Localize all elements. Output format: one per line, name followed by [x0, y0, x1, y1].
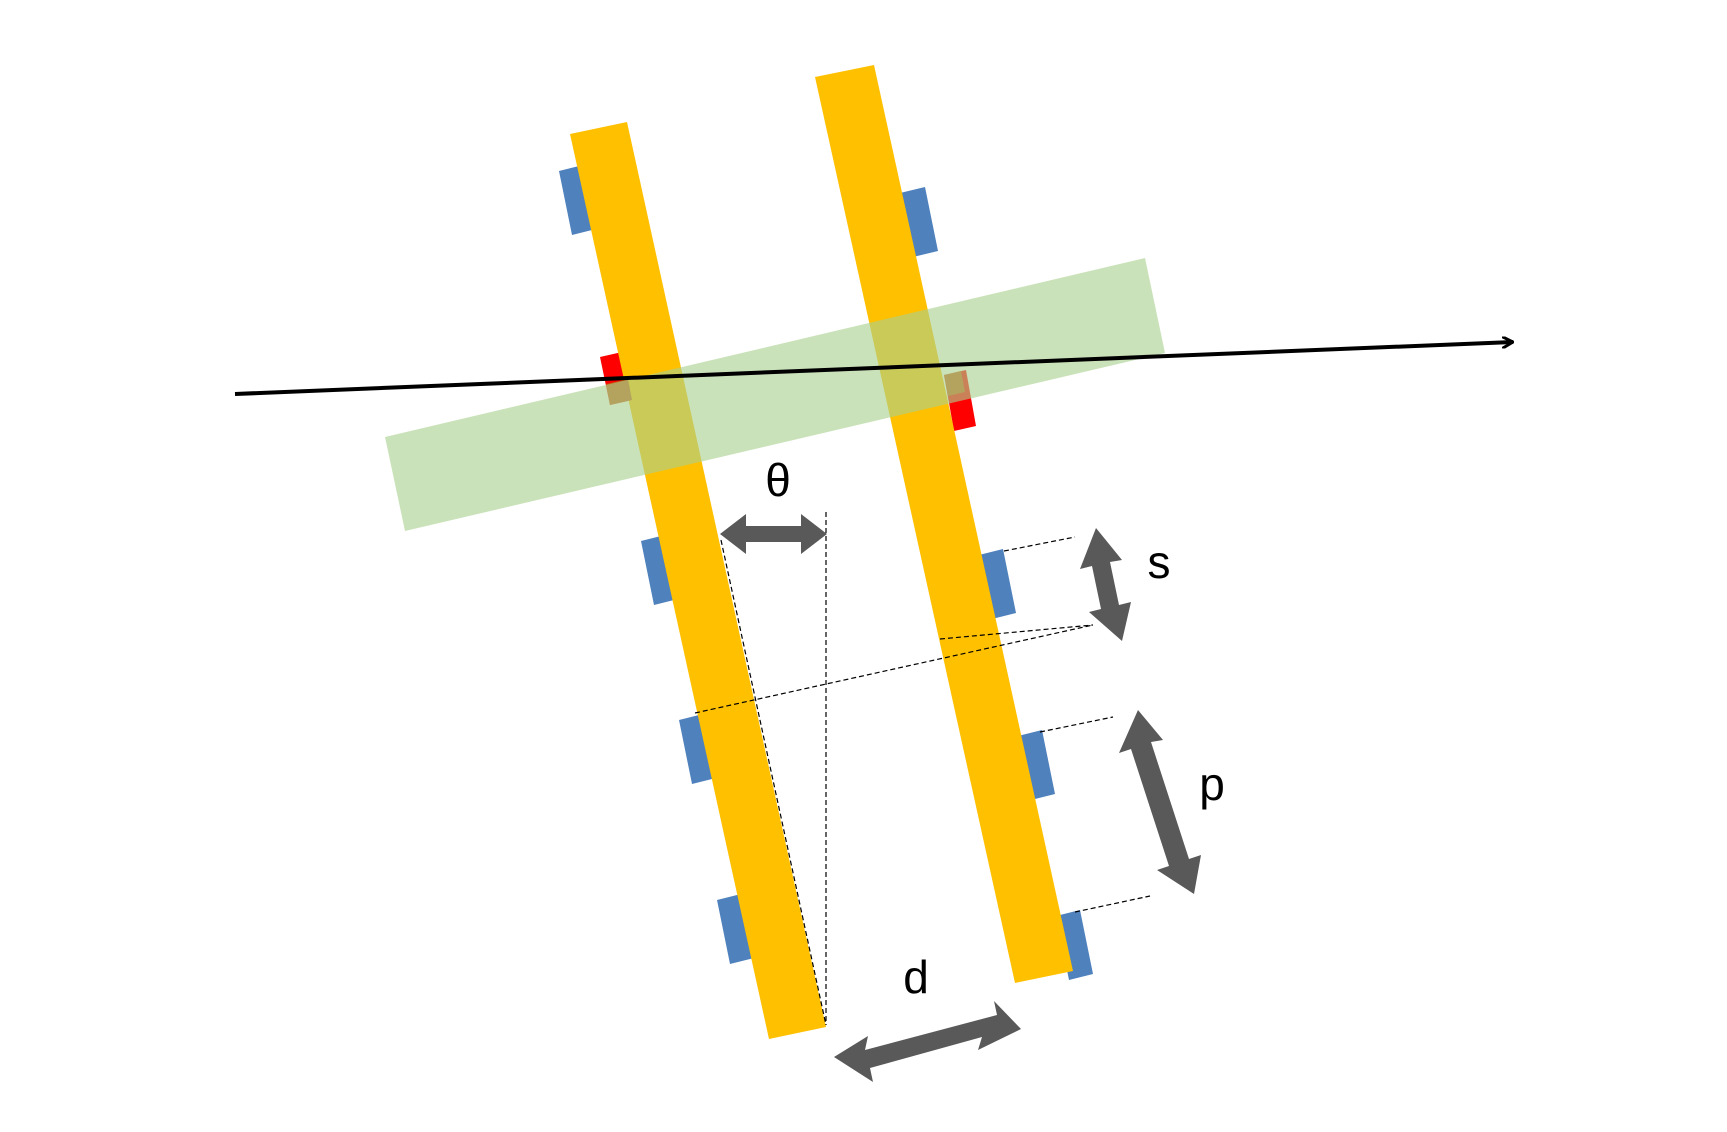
s-arrow — [1080, 528, 1131, 641]
beam-band — [385, 258, 1165, 531]
dimension-arrows — [720, 514, 1201, 1082]
theta-arrow — [720, 514, 827, 554]
p-guide-bottom — [1074, 895, 1151, 913]
sensor-pad — [1018, 730, 1055, 800]
theta-label: θ — [765, 454, 791, 506]
sensor-pad — [1056, 910, 1093, 980]
d-label: d — [903, 951, 929, 1003]
sensor-pad — [679, 714, 716, 784]
strip-left — [570, 122, 826, 1039]
sensor-pad — [641, 535, 678, 605]
p-arrow — [1119, 710, 1201, 894]
d-arrow — [834, 1001, 1021, 1082]
strips — [570, 65, 1073, 1039]
strip-edge-guide-line — [720, 539, 827, 1026]
perpendicular-guide-line — [694, 624, 1094, 714]
sensor-pad — [717, 894, 754, 964]
sensor-pad — [979, 549, 1016, 619]
s-guide-top — [1003, 536, 1076, 552]
strip-right — [815, 65, 1073, 983]
guide-lines — [694, 512, 1151, 1026]
sensor-pad — [559, 165, 596, 235]
particle-track — [234, 342, 1513, 396]
p-guide-top — [1039, 716, 1114, 733]
s-label: s — [1148, 536, 1171, 588]
p-label: p — [1199, 758, 1225, 810]
s-guide-bottom — [939, 624, 1094, 640]
